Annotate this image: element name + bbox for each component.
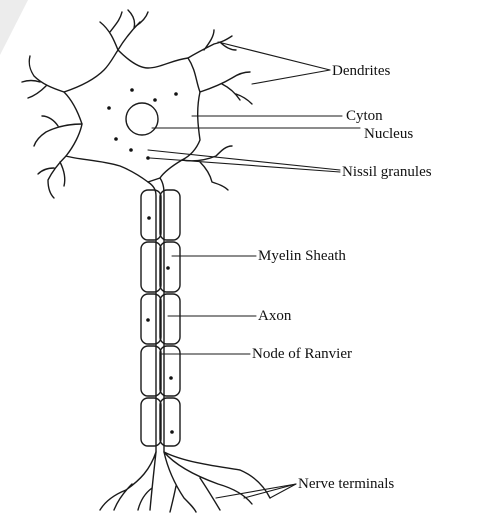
label-cyton: Cyton xyxy=(346,108,383,124)
dendrite-bottom-left xyxy=(38,156,66,198)
dendrite-top xyxy=(100,10,148,50)
label-nucleus: Nucleus xyxy=(364,126,413,142)
dendrite-top-right xyxy=(188,30,236,58)
label-axon: Axon xyxy=(258,308,292,324)
cyton-outline xyxy=(64,50,200,182)
label-nerve-terminals: Nerve terminals xyxy=(298,476,394,492)
label-myelin-sheath: Myelin Sheath xyxy=(258,248,346,264)
label-node-of-ranvier: Node of Ranvier xyxy=(252,346,352,362)
myelin-sheath-segments xyxy=(141,190,180,446)
dendrite-bottom-right xyxy=(182,146,232,190)
nissil-granule-dots xyxy=(107,88,178,160)
label-dendrites: Dendrites xyxy=(332,63,390,79)
axon-line-left xyxy=(148,182,156,452)
nucleus-circle xyxy=(126,103,158,135)
dendrite-right xyxy=(200,72,252,104)
dendrite-left xyxy=(22,56,82,146)
label-nissil-granules: Nissil granules xyxy=(342,164,432,180)
nerve-terminals xyxy=(100,452,270,512)
